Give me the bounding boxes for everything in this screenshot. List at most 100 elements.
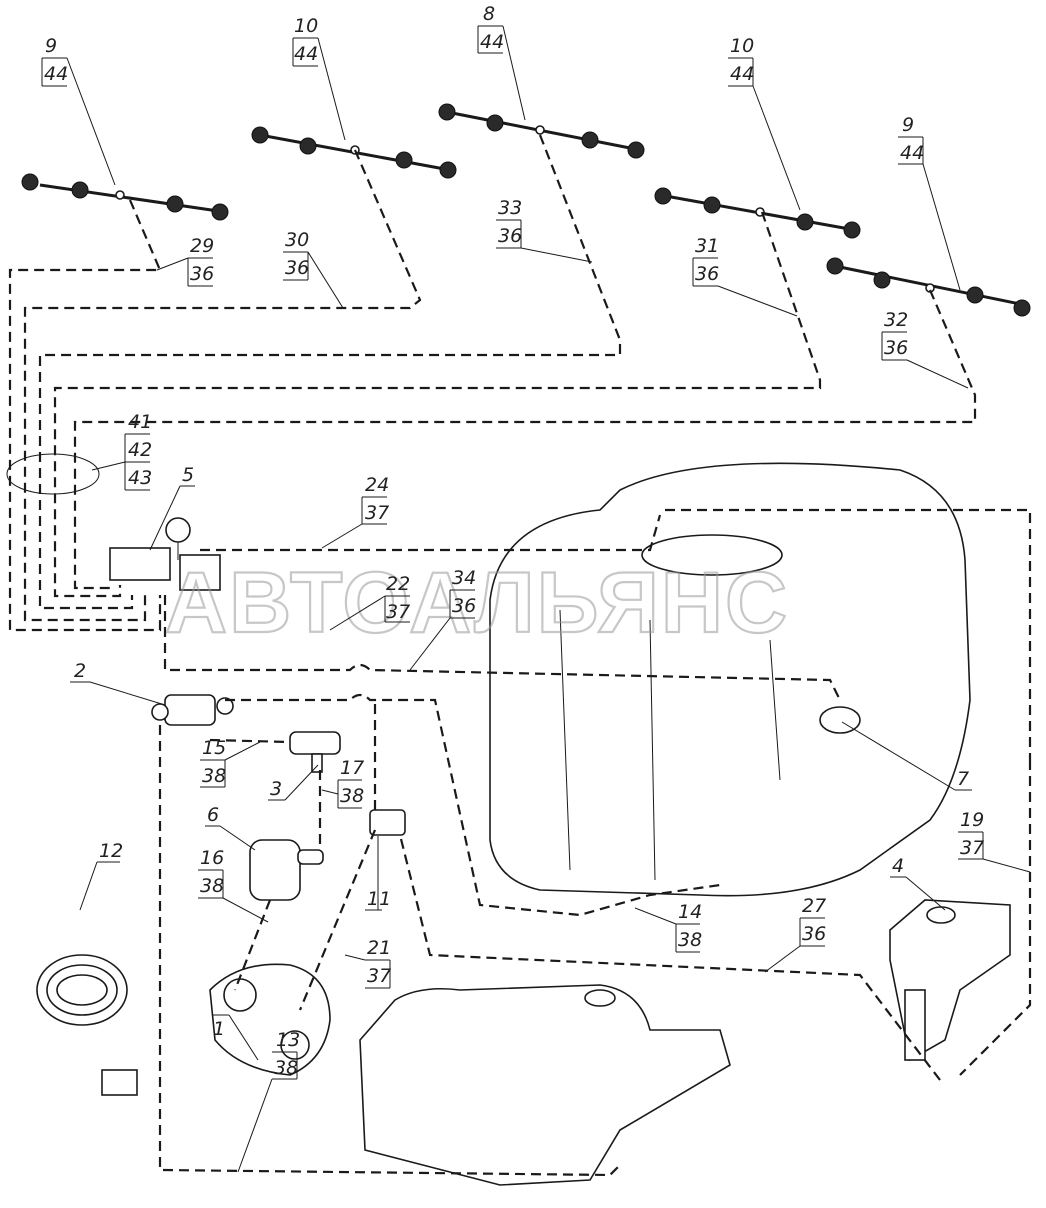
callout-33-36: 33 36 xyxy=(496,197,593,263)
callout-label: 36 xyxy=(802,923,826,945)
hose-reel-12 xyxy=(36,954,138,1096)
hoses-circuit xyxy=(158,508,1032,1177)
callout-2: 2 xyxy=(70,660,166,706)
callout-label: 29 xyxy=(190,235,214,257)
callout-label: 21 xyxy=(367,937,391,959)
watermark-text: АВТОАЛЬЯНС xyxy=(165,555,789,651)
main-tank xyxy=(489,462,971,897)
callout-label: 37 xyxy=(386,601,410,623)
callout-label: 34 xyxy=(452,567,476,589)
boom-section-left-center xyxy=(251,126,457,179)
callout-label: 36 xyxy=(498,225,522,247)
callout-10-44-right: 10 44 xyxy=(728,35,801,211)
distributor-5 xyxy=(109,517,221,591)
callout-label: 27 xyxy=(802,895,826,917)
callout-label: 30 xyxy=(285,229,309,251)
callout-label: 38 xyxy=(678,929,702,951)
callout-8-44: 8 44 xyxy=(477,3,526,121)
hoses-to-booms xyxy=(8,134,977,632)
callout-label: 11 xyxy=(367,888,391,910)
callout-5: 5 xyxy=(149,464,195,551)
callout-label: 33 xyxy=(498,197,522,219)
callout-label: 44 xyxy=(44,63,68,85)
callout-label: 37 xyxy=(960,837,984,859)
tee-11 xyxy=(369,809,406,836)
callout-label: 13 xyxy=(276,1029,300,1051)
callout-label: 36 xyxy=(452,595,476,617)
callout-label: 22 xyxy=(386,573,410,595)
callout-label: 2 xyxy=(74,660,86,682)
flush-tank xyxy=(359,984,731,1186)
boom-section-right xyxy=(826,257,1031,317)
callout-3: 3 xyxy=(268,764,319,801)
callout-15-38: 15 38 xyxy=(200,737,261,788)
callout-label: 36 xyxy=(695,263,719,285)
callout-label: 42 xyxy=(128,439,152,461)
callout-label: 38 xyxy=(202,765,226,787)
valve-2 xyxy=(151,694,234,726)
callout-10-44-left: 10 44 xyxy=(292,15,346,141)
callout-label: 38 xyxy=(274,1057,298,1079)
callout-4: 4 xyxy=(890,855,946,911)
callout-label: 38 xyxy=(200,875,224,897)
filter-6 xyxy=(249,839,324,901)
boom-section-right-center xyxy=(654,187,861,239)
callout-17-38: 17 38 xyxy=(321,757,364,809)
callout-label: 14 xyxy=(678,901,702,923)
callout-label: 44 xyxy=(730,63,754,85)
callout-label: 36 xyxy=(884,337,908,359)
callout-label: 37 xyxy=(367,965,391,987)
callout-label: 5 xyxy=(182,464,194,486)
callout-label: 41 xyxy=(128,411,152,433)
callout-21-37: 21 37 xyxy=(344,937,391,989)
callout-14-38: 14 38 xyxy=(634,901,702,953)
callout-30-36: 30 36 xyxy=(283,229,344,309)
callout-label: 10 xyxy=(730,35,754,57)
callout-1: 1 xyxy=(212,1014,259,1061)
callout-label: 37 xyxy=(365,502,389,524)
callout-41-42-43: 41 42 43 xyxy=(6,411,152,495)
callout-label: 44 xyxy=(480,31,504,53)
callout-13-38: 13 38 xyxy=(237,1029,300,1173)
callout-label: 24 xyxy=(365,474,389,496)
callout-label: 10 xyxy=(294,15,318,37)
callout-7: 7 xyxy=(841,721,972,791)
callout-label: 36 xyxy=(285,257,309,279)
chemical-hopper xyxy=(889,899,1011,1062)
callout-label: 32 xyxy=(884,309,908,331)
valve-3 xyxy=(289,731,341,773)
callout-label: 9 xyxy=(902,114,914,136)
callout-label: 3 xyxy=(270,778,282,800)
callout-label: 7 xyxy=(957,768,969,790)
callout-label: 15 xyxy=(202,737,226,759)
callout-32-36: 32 36 xyxy=(881,309,969,389)
pump xyxy=(209,963,331,1076)
callout-label: 44 xyxy=(900,142,924,164)
callout-19-37: 19 37 xyxy=(958,809,1031,873)
callout-12: 12 xyxy=(79,840,123,911)
callout-label: 9 xyxy=(45,35,57,57)
callout-9-44-left: 9 44 xyxy=(41,35,116,186)
callout-11: 11 xyxy=(365,836,391,911)
boom-section-center xyxy=(438,103,645,159)
callout-label: 31 xyxy=(695,235,719,257)
callout-label: 17 xyxy=(340,757,364,779)
callout-label: 19 xyxy=(960,809,984,831)
callout-27-36: 27 36 xyxy=(764,895,826,973)
boom-section-left xyxy=(21,173,229,221)
callout-16-38: 16 38 xyxy=(198,847,269,923)
callout-29-36: 29 36 xyxy=(156,235,214,287)
callout-label: 12 xyxy=(99,840,123,862)
callout-label: 1 xyxy=(213,1018,225,1040)
callout-label: 4 xyxy=(892,855,904,877)
callout-31-36: 31 36 xyxy=(692,235,798,317)
callout-34-36: 34 36 xyxy=(409,567,476,671)
callout-label: 43 xyxy=(128,467,152,489)
callout-9-44-right: 9 44 xyxy=(898,114,961,291)
callout-6: 6 xyxy=(205,804,256,851)
callout-label: 8 xyxy=(483,3,495,25)
callout-22-37: 22 37 xyxy=(329,573,410,631)
callout-label: 44 xyxy=(294,43,318,65)
callout-24-37: 24 37 xyxy=(321,474,389,549)
